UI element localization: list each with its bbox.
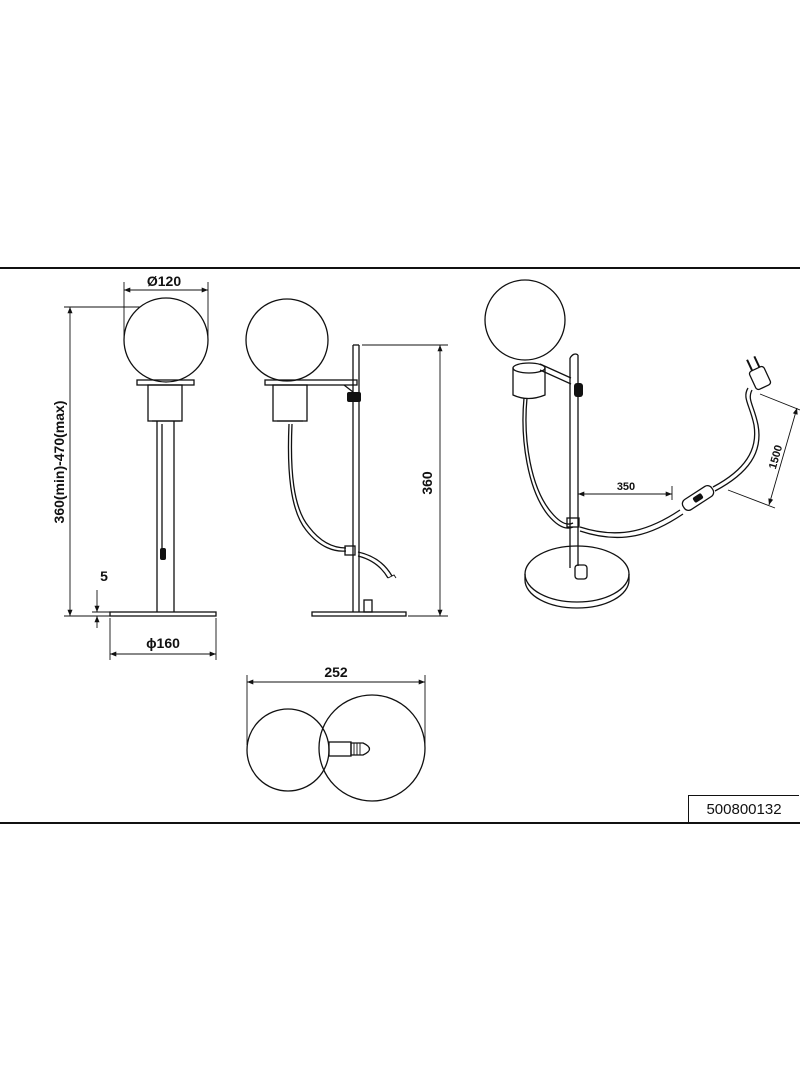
dim-shade-diameter-label: Ø120 xyxy=(147,273,181,289)
side-cable xyxy=(287,423,347,552)
perspective-view: 350 1500 xyxy=(484,279,800,609)
side-globe xyxy=(245,298,329,382)
front-socket xyxy=(147,384,183,422)
dim-base-diameter-label: ϕ160 xyxy=(146,635,180,651)
top-socket xyxy=(328,741,352,757)
top-base-disc xyxy=(318,694,426,802)
article-number: 500800132 xyxy=(688,795,799,823)
front-view: Ø120 360(min)-470(max) 5 ϕ160 xyxy=(51,273,217,660)
side-view: 360 xyxy=(245,298,448,617)
top-bulb xyxy=(350,742,371,756)
plug xyxy=(746,355,772,391)
dim-base-thickness-label: 5 xyxy=(100,568,108,584)
dim-arm-reach-label: 350 xyxy=(617,481,635,493)
side-socket xyxy=(272,384,308,422)
side-base xyxy=(311,611,407,617)
front-base xyxy=(109,611,217,617)
side-adjust-knob xyxy=(347,392,361,402)
front-globe xyxy=(123,297,209,383)
dim-side-height-label: 360 xyxy=(419,471,435,495)
perspective-globe xyxy=(484,279,566,361)
dim-top-width-label: 252 xyxy=(324,664,348,680)
perspective-base xyxy=(524,545,630,603)
front-switch-knob xyxy=(160,548,166,560)
dim-overall-height-label: 360(min)-470(max) xyxy=(51,401,67,524)
dim-cable-length-line xyxy=(768,407,798,506)
top-view: 252 xyxy=(246,664,426,802)
inline-switch xyxy=(681,484,715,512)
perspective-socket xyxy=(512,368,546,400)
perspective-cable xyxy=(579,509,681,534)
perspective-adjust-knob xyxy=(574,383,583,397)
top-globe xyxy=(246,708,330,792)
